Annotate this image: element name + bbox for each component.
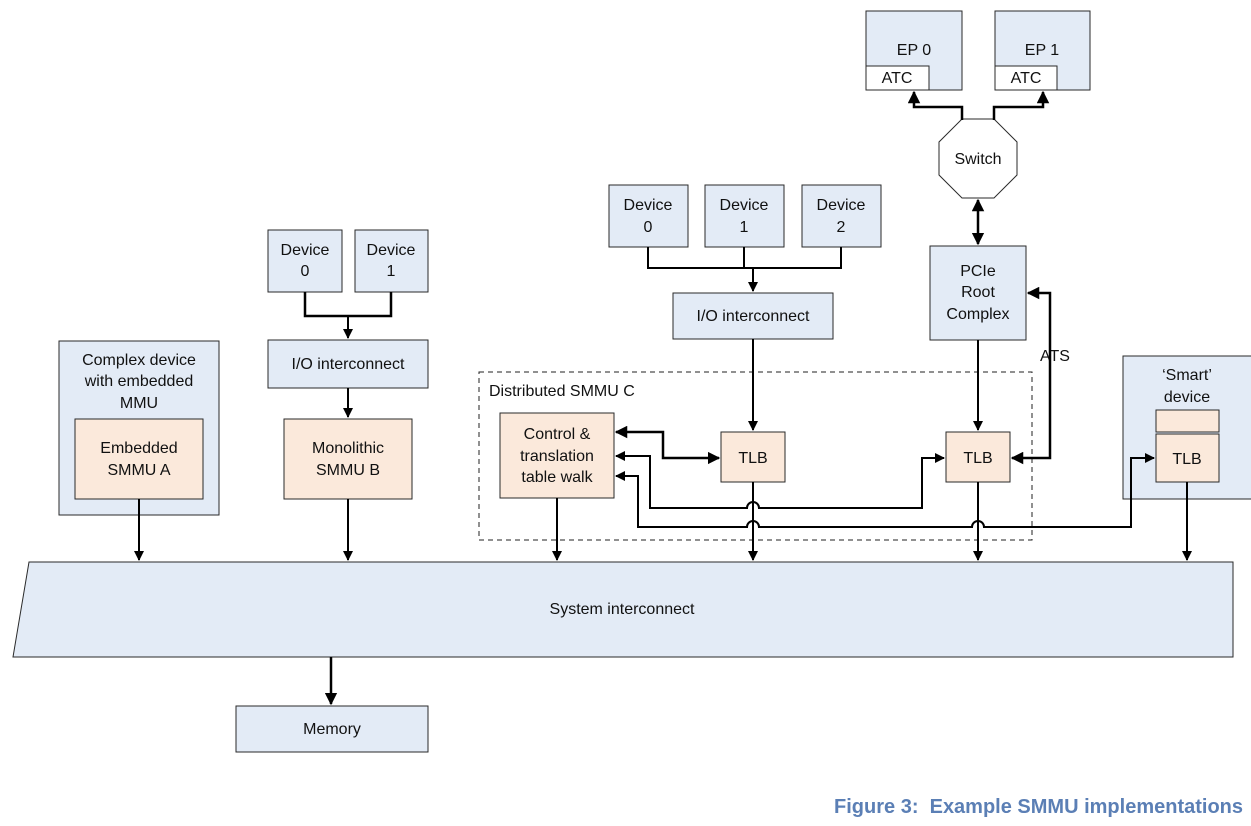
pcie-label-3: Complex (946, 306, 1009, 323)
device-c0: Device 0 (608, 184, 689, 248)
io-interconnect-c: I/O interconnect (672, 292, 834, 340)
embedded-smmu-a-label-1: Embedded (100, 440, 177, 457)
device-b1-label-2: 1 (387, 263, 396, 280)
switch-label: Switch (954, 151, 1001, 168)
pcie-label-1: PCIe (960, 263, 996, 280)
device-b0: Device 0 (267, 229, 343, 293)
device-c1-label-2: 1 (740, 219, 749, 236)
device-c2-label-2: 2 (837, 219, 846, 236)
ats-label: ATS (1040, 348, 1070, 365)
walk-tlb-c1-link (614, 425, 721, 465)
embedded-smmu-a-label-2: SMMU A (107, 462, 170, 479)
control-walk-label-2: translation (520, 448, 594, 465)
endpoint-1: EP 1 ATC (994, 10, 1091, 91)
complex-device-label-2: with embedded (84, 373, 194, 390)
io-interconnect-b-label: I/O interconnect (292, 356, 406, 373)
control-translation-walk: Control & translation table walk (499, 412, 615, 499)
control-walk-label-3: table walk (521, 469, 593, 486)
monolithic-label-2: SMMU B (316, 462, 380, 479)
smart-device: ‘Smart’ device TLB (1122, 355, 1251, 500)
device-b1-label-1: Device (367, 242, 416, 259)
pcie-root-complex: PCIe Root Complex (929, 245, 1027, 341)
device-b-merge-line (303, 292, 393, 318)
ats-link (1010, 286, 1052, 465)
connectors (134, 90, 1192, 706)
distributed-smmu-c-label: Distributed SMMU C (489, 383, 635, 400)
figure-caption: Figure 3: Example SMMU implementations (834, 796, 1243, 818)
device-b0-label-2: 0 (301, 263, 310, 280)
tlb-c1-label: TLB (738, 450, 767, 467)
io-interconnect-c-label: I/O interconnect (697, 308, 811, 325)
atc1-switch-link (992, 90, 1050, 120)
memory-label: Memory (303, 721, 361, 738)
device-c0-label-1: Device (624, 197, 673, 214)
control-walk-label-1: Control & (524, 426, 591, 443)
smart-device-label-1: ‘Smart’ (1162, 367, 1212, 384)
device-c2: Device 2 (801, 184, 882, 248)
tlb-c2: TLB (945, 431, 1011, 483)
memory: Memory (235, 705, 429, 753)
device-c2-label-1: Device (817, 197, 866, 214)
complex-device: Complex device with embedded MMU Embedde… (58, 340, 220, 516)
device-b1: Device 1 (354, 229, 429, 293)
device-b0-label-1: Device (281, 242, 330, 259)
tlb-smart (1155, 433, 1220, 483)
tlb-smart-label: TLB (1172, 451, 1201, 468)
smart-device-label-2: device (1164, 389, 1210, 406)
atc1-label: ATC (1011, 70, 1042, 87)
device-c0-label-2: 0 (644, 219, 653, 236)
system-interconnect-label: System interconnect (550, 601, 696, 618)
endpoint-0: EP 0 ATC (865, 10, 963, 91)
atc0-switch-link (907, 90, 964, 120)
io-interconnect-b: I/O interconnect (267, 339, 429, 389)
embedded-smmu-a: Embedded SMMU A (74, 418, 204, 500)
ep1-label: EP 1 (1025, 42, 1060, 59)
complex-device-label-3: MMU (120, 395, 158, 412)
smart-device-component (1155, 409, 1220, 433)
device-c1-label-1: Device (720, 197, 769, 214)
atc0-label: ATC (882, 70, 913, 87)
tlb-c1: TLB (720, 431, 786, 483)
tlb-c2-label: TLB (963, 450, 992, 467)
system-interconnect: System interconnect (12, 561, 1234, 658)
monolithic-label-1: Monolithic (312, 440, 384, 457)
switch: Switch (938, 118, 1018, 199)
complex-device-label-1: Complex device (82, 352, 196, 369)
monolithic-smmu-b: Monolithic SMMU B (283, 418, 413, 500)
walk-smart-tlb-link (615, 453, 1155, 528)
device-c1: Device 1 (704, 184, 785, 248)
ep0-label: EP 0 (897, 42, 932, 59)
pcie-label-2: Root (961, 284, 995, 301)
